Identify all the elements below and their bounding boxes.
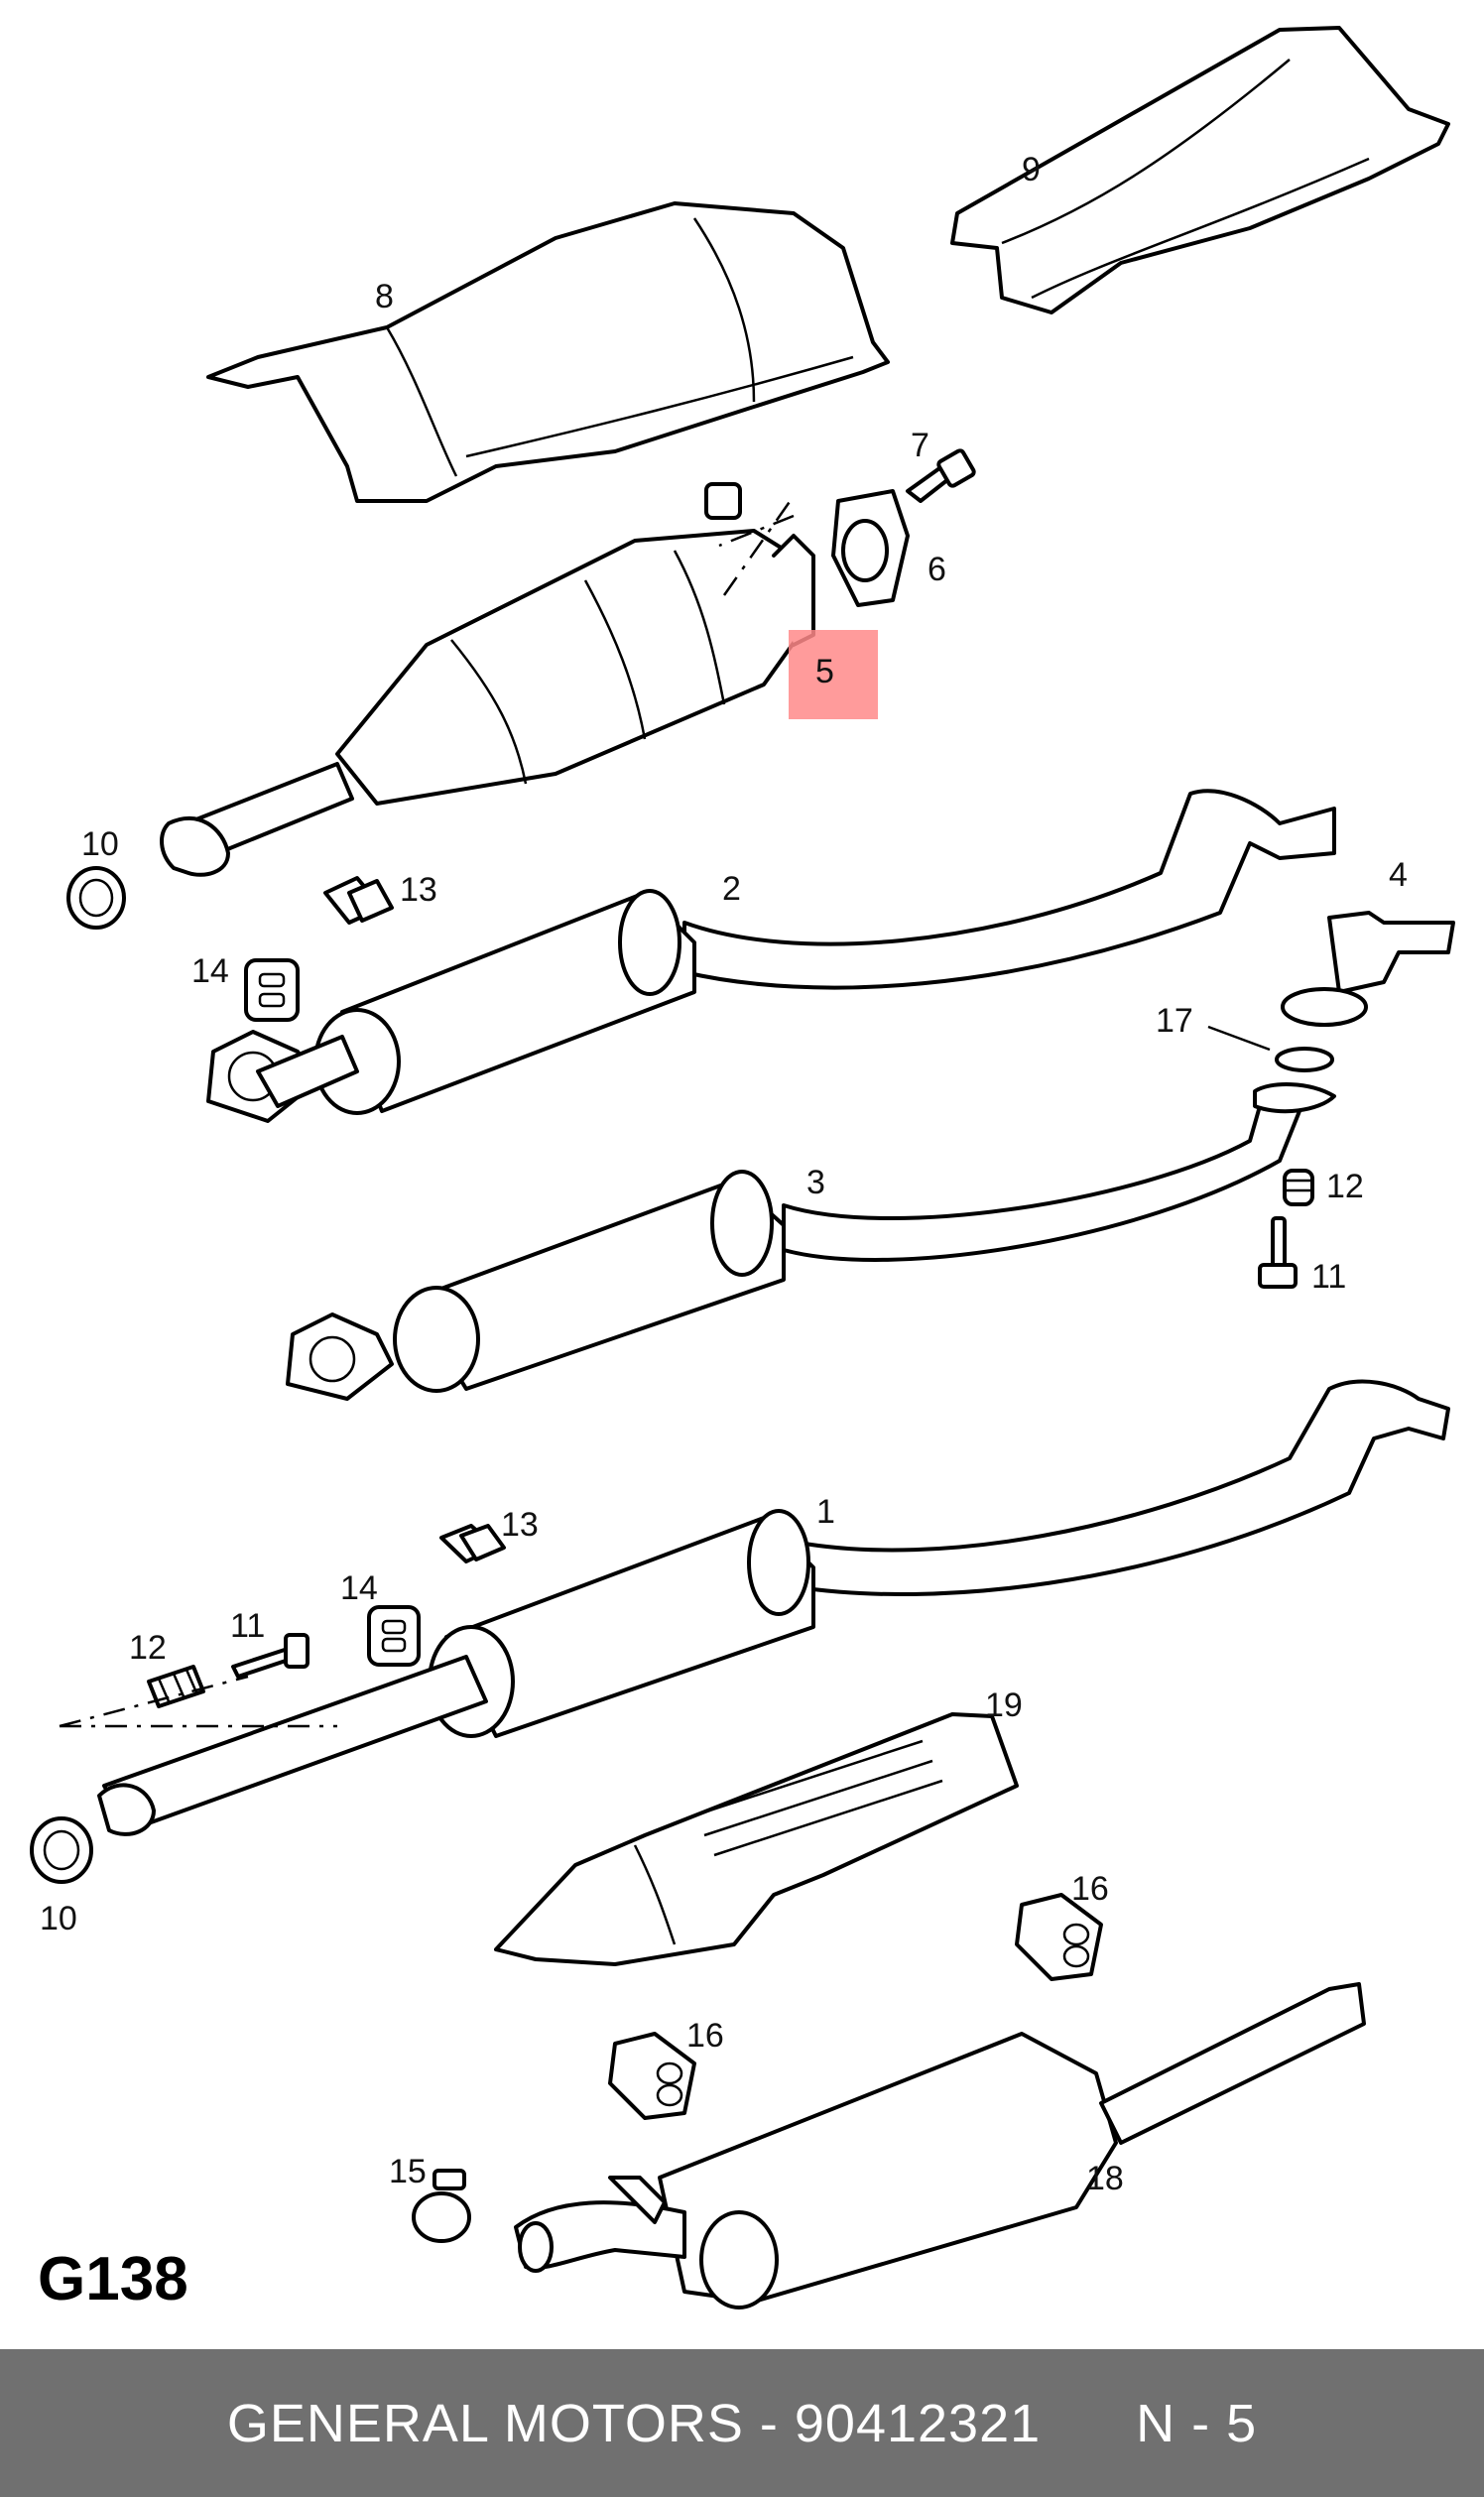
rubber-mount-16-right <box>1015 1893 1103 1981</box>
bolt-11-right <box>1258 1216 1298 1289</box>
label-4: 4 <box>1389 856 1408 894</box>
nut <box>704 482 742 520</box>
footer-bar: GENERAL MOTORS - 90412321 N - 5 <box>0 2349 1484 2497</box>
spring-12-lower <box>147 1665 205 1708</box>
clamp-15 <box>412 2169 471 2243</box>
label-14-lower: 14 <box>340 1569 378 1607</box>
tailpipe-4 <box>1281 911 1455 1027</box>
label-9: 9 <box>1022 151 1041 188</box>
label-1: 1 <box>816 1493 835 1531</box>
label-10-top: 10 <box>81 825 119 863</box>
part-5-highlight <box>789 630 878 719</box>
seal-ring-10-lower <box>30 1816 93 1884</box>
bolt-7 <box>906 448 976 503</box>
exhaust-system-diagram: 9 8 7 6 5 10 13 2 4 14 17 3 12 11 1 13 1… <box>30 26 1455 2310</box>
catalytic-converter-5 <box>160 529 815 877</box>
rubber-mount-14-lower <box>367 1605 421 1667</box>
label-11-right: 11 <box>1311 1258 1346 1296</box>
label-13-top: 13 <box>400 871 437 909</box>
label-12-right: 12 <box>1326 1168 1364 1205</box>
label-16-right: 16 <box>1071 1870 1109 1908</box>
label-14-top: 14 <box>191 952 229 990</box>
rubber-mount-14-top <box>244 958 300 1022</box>
heat-shield-9 <box>950 26 1450 314</box>
label-19: 19 <box>985 1686 1023 1724</box>
label-18: 18 <box>1086 2160 1124 2197</box>
label-3: 3 <box>806 1164 825 1201</box>
muffler-3 <box>286 1082 1336 1401</box>
gasket-6 <box>831 489 910 607</box>
seal-17 <box>1207 1025 1334 1072</box>
label-10-lower: 10 <box>40 1900 77 1937</box>
hanger-13-top <box>323 876 394 925</box>
label-7: 7 <box>911 427 929 464</box>
label-12-lower: 12 <box>129 1629 167 1667</box>
heat-shield-8 <box>206 201 890 503</box>
footer-part-info: GENERAL MOTORS - 90412321 N - 5 <box>226 2393 1258 2453</box>
rubber-mount-16-left <box>608 2032 696 2120</box>
spring-12-right <box>1283 1169 1314 1206</box>
heat-shield-19 <box>494 1712 1019 1966</box>
diagram-code: G138 <box>38 2245 188 2313</box>
rear-muffler-18 <box>514 1982 1366 2310</box>
label-11-lower: 11 <box>230 1607 265 1645</box>
label-8: 8 <box>375 278 394 315</box>
label-15: 15 <box>389 2153 427 2190</box>
bolt-11-lower <box>231 1633 309 1679</box>
label-17: 17 <box>1156 1002 1193 1040</box>
label-6: 6 <box>928 551 946 588</box>
front-muffler-2 <box>206 789 1336 1123</box>
seal-ring-10-top <box>66 866 126 930</box>
label-5: 5 <box>815 653 834 690</box>
hanger-13-lower <box>439 1524 506 1563</box>
muffler-pipe-1 <box>97 1379 1450 1836</box>
label-16-left: 16 <box>686 2017 724 2055</box>
label-2: 2 <box>722 870 741 908</box>
label-13-lower: 13 <box>501 1506 539 1544</box>
